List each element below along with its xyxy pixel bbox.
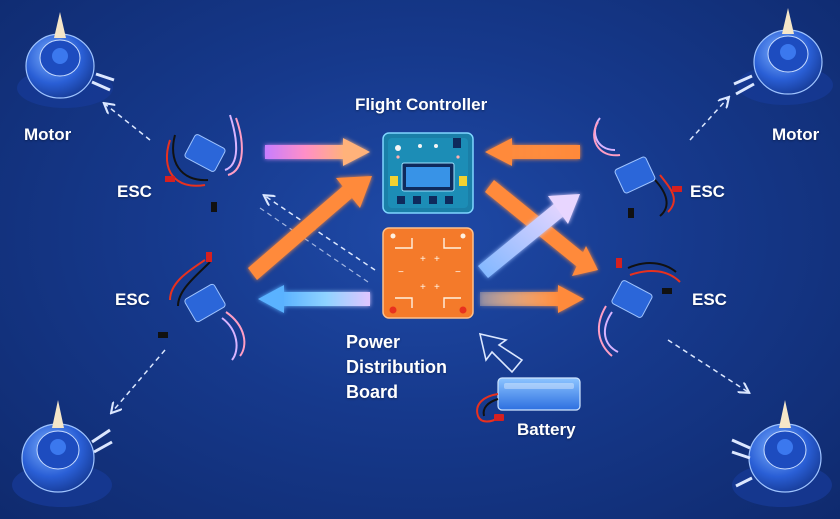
svg-text:+: + xyxy=(434,254,440,265)
svg-text:−: − xyxy=(398,267,404,278)
arrow-battery-to-pdb xyxy=(478,332,524,374)
esc-icon-br xyxy=(597,258,681,357)
arrow-pdb-to-esc-br xyxy=(480,285,584,313)
svg-text:+: + xyxy=(420,254,426,265)
svg-text:+: + xyxy=(434,282,440,293)
esc-icon-bl xyxy=(158,252,246,361)
pdb-label-line2: Distribution xyxy=(346,357,447,377)
pdb-label: Power Distribution Board xyxy=(346,330,447,405)
dashed-arrow-to-motor-tr xyxy=(689,98,728,141)
arrow-pdb-to-esc-bl xyxy=(258,285,370,313)
dashed-arrow-to-motor-bl xyxy=(112,349,166,412)
esc-label-top-right: ESC xyxy=(690,182,725,201)
svg-text:+: + xyxy=(420,282,426,293)
arrow-fc-to-esc-tr xyxy=(485,138,580,166)
pdb-icon: + + + + − − xyxy=(382,227,474,319)
dashed-arrow-to-motor-br xyxy=(667,339,748,392)
esc-label-bottom-right: ESC xyxy=(692,290,727,309)
motor-label-top-left: Motor xyxy=(24,125,72,144)
svg-text:−: − xyxy=(455,267,461,278)
motor-icon-tl xyxy=(17,12,115,108)
esc-label-bottom-left: ESC xyxy=(115,290,150,309)
dashed-arrow-to-motor-tl xyxy=(105,104,151,141)
battery-icon xyxy=(476,377,581,423)
pdb-label-line1: Power xyxy=(346,332,401,352)
pdb-label-line3: Board xyxy=(346,382,399,402)
arrow-esc-bl-to-fc xyxy=(248,176,372,280)
esc-icon-tl xyxy=(165,114,243,212)
dashed-arrow-fc-to-esc-tl xyxy=(265,196,376,271)
motor-connections xyxy=(105,98,748,412)
motor-label-top-right: Motor xyxy=(772,125,820,144)
esc-icon-tr xyxy=(593,117,682,218)
motor-icon-bl xyxy=(12,400,113,507)
flight-controller-icon xyxy=(382,132,474,214)
signal-arrows xyxy=(248,138,598,374)
flight-controller-label: Flight Controller xyxy=(355,95,488,114)
motor-icon-br xyxy=(731,400,832,507)
battery-label: Battery xyxy=(517,420,576,439)
arrow-pdb-to-esc-tr xyxy=(478,194,580,278)
motor-icon-tr xyxy=(733,8,833,105)
esc-label-top-left: ESC xyxy=(117,182,152,201)
dashed-arrow-fc-to-esc-tl-inner xyxy=(259,207,369,283)
arrow-esc-tl-to-fc xyxy=(265,138,370,166)
